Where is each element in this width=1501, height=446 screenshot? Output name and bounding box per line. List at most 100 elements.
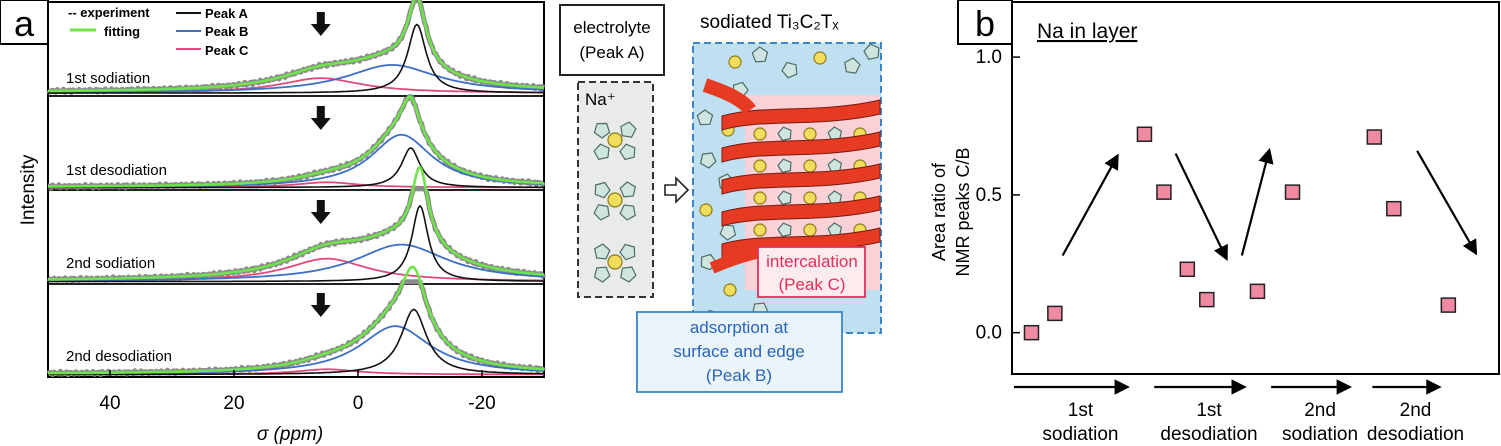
solvent-molecule-icon bbox=[619, 181, 636, 198]
na-ion-icon bbox=[803, 159, 817, 173]
solvent-molecule-icon bbox=[619, 204, 636, 221]
stage-label-line1: 2nd bbox=[1304, 400, 1336, 421]
solvent-molecule-icon bbox=[619, 143, 636, 161]
panel-a-label: a bbox=[14, 3, 35, 44]
mxene-sheet bbox=[721, 195, 881, 227]
down-arrow-icon bbox=[310, 200, 331, 224]
row-label: 1st desodiation bbox=[66, 162, 167, 179]
fitting-curve bbox=[48, 95, 544, 188]
scatter-point bbox=[1179, 261, 1196, 278]
down-arrow-icon bbox=[310, 12, 331, 36]
solvent-molecule-icon bbox=[700, 152, 717, 169]
solvent-molecule-icon bbox=[777, 222, 792, 238]
solvent-molecule-icon bbox=[751, 46, 769, 63]
scatter-point bbox=[1199, 291, 1215, 308]
scatter-points bbox=[1023, 126, 1457, 341]
solvent-molecule-icon bbox=[777, 158, 792, 174]
mxene-sheet bbox=[709, 246, 762, 274]
adsorption-peak-label: (Peak B) bbox=[706, 366, 772, 385]
row-label: 1st sodiation bbox=[66, 70, 150, 87]
x-tick-label: 0 bbox=[353, 393, 364, 414]
mxene-sheet bbox=[702, 78, 756, 115]
na-ion-icon bbox=[723, 283, 737, 297]
trend-arrow bbox=[1061, 153, 1119, 257]
peak-a-curve bbox=[48, 204, 544, 283]
y-tick-label: 0.5 bbox=[976, 185, 1002, 206]
solvent-molecule-icon bbox=[863, 43, 880, 60]
solvent-molecule-icon bbox=[593, 143, 610, 160]
mxene-sheet bbox=[721, 131, 881, 163]
na-ion-icon bbox=[753, 159, 767, 173]
process-arrow-icon bbox=[664, 176, 690, 204]
solvent-molecule-icon bbox=[696, 109, 714, 126]
legend-peak-c: Peak C bbox=[205, 43, 249, 58]
na-ion-icon bbox=[753, 191, 767, 205]
solvent-molecule-icon bbox=[620, 121, 637, 138]
peak-a-curve bbox=[48, 147, 544, 189]
down-arrow-icon bbox=[310, 293, 331, 317]
x-tick-label: 20 bbox=[223, 393, 244, 414]
solvent-molecule-icon bbox=[594, 181, 611, 199]
scatter-point bbox=[1156, 184, 1172, 200]
sodiated-label: sodiated Ti₃C₂Tₓ bbox=[700, 12, 839, 33]
panel-b-frame bbox=[1011, 1, 1500, 375]
na-ion-icon bbox=[699, 203, 713, 217]
solvent-molecule-icon bbox=[781, 61, 798, 79]
y-tick-label: 0.0 bbox=[976, 323, 1002, 344]
legend-peak-b: Peak B bbox=[205, 24, 248, 39]
y-axis-label-b-line2: NMR peaks C/B bbox=[953, 147, 973, 276]
solvent-molecule-icon bbox=[844, 57, 861, 74]
solvent-molecule-icon bbox=[593, 204, 610, 221]
panel-b-title: Na in layer bbox=[1037, 20, 1137, 43]
na-ion-icon bbox=[753, 127, 767, 141]
stage-axis: 1stsodiation1stdesodiation2ndsodiation2n… bbox=[1014, 379, 1464, 445]
scatter-point bbox=[1249, 283, 1266, 300]
scatter-point bbox=[1366, 129, 1383, 145]
na-ion-icon bbox=[607, 254, 623, 270]
peak-b-curve bbox=[48, 64, 545, 94]
scatter-point bbox=[1284, 184, 1301, 200]
trend-arrow bbox=[1416, 150, 1478, 256]
adsorption-label-box bbox=[636, 311, 843, 393]
stage-label-line2: desodiation bbox=[1160, 424, 1257, 445]
mxene-sheets bbox=[702, 78, 881, 274]
y-axis-label-b-line1: Area ratio of bbox=[929, 162, 949, 261]
y-axis-label-b: Area ratio of NMR peaks C/B bbox=[929, 147, 973, 276]
panel-a-label-box bbox=[0, 0, 49, 45]
adsorption-subtitle: surface and edge bbox=[673, 342, 804, 361]
scatter-point bbox=[1136, 126, 1153, 143]
na-ion-label: Na⁺ bbox=[585, 90, 616, 109]
na-ion-icon bbox=[607, 192, 623, 208]
stage-label-line1: 1st bbox=[1068, 400, 1094, 421]
peak-a-curve bbox=[48, 23, 544, 94]
intercalation-title: intercalation bbox=[766, 252, 858, 271]
row-label: 2nd desodiation bbox=[66, 348, 172, 365]
peak-b-curve bbox=[48, 243, 545, 282]
x-tick-label: 40 bbox=[99, 393, 120, 414]
na-ion-icon bbox=[728, 55, 742, 69]
mxene-sheet bbox=[721, 163, 881, 195]
na-ion-icon bbox=[803, 223, 817, 237]
panel-b-label: b bbox=[975, 3, 995, 44]
na-ion-icon bbox=[813, 51, 827, 65]
stage-label-line2: desodiation bbox=[1367, 424, 1464, 445]
trend-arrow bbox=[1240, 147, 1274, 256]
solvated-na-clusters bbox=[593, 121, 637, 283]
x-axis-label-a: σ (ppm) bbox=[257, 424, 323, 445]
solvent-molecule-icon bbox=[777, 126, 792, 142]
y-ticks-b: 0.0 0.5 1.0 bbox=[976, 47, 1020, 344]
panel-b-label-box bbox=[957, 0, 1013, 45]
intercalation-label-box bbox=[757, 246, 866, 298]
fitting-curve bbox=[48, 265, 545, 375]
solvent-molecule-icon bbox=[620, 266, 637, 283]
electrolyte-label-box bbox=[559, 4, 665, 76]
y-tick-label: 1.0 bbox=[976, 47, 1002, 68]
trend-arrow bbox=[1174, 153, 1228, 262]
stage-label-line1: 1st bbox=[1196, 400, 1222, 421]
legend-peak-a: Peak A bbox=[205, 6, 248, 21]
scatter-point bbox=[1047, 305, 1063, 322]
